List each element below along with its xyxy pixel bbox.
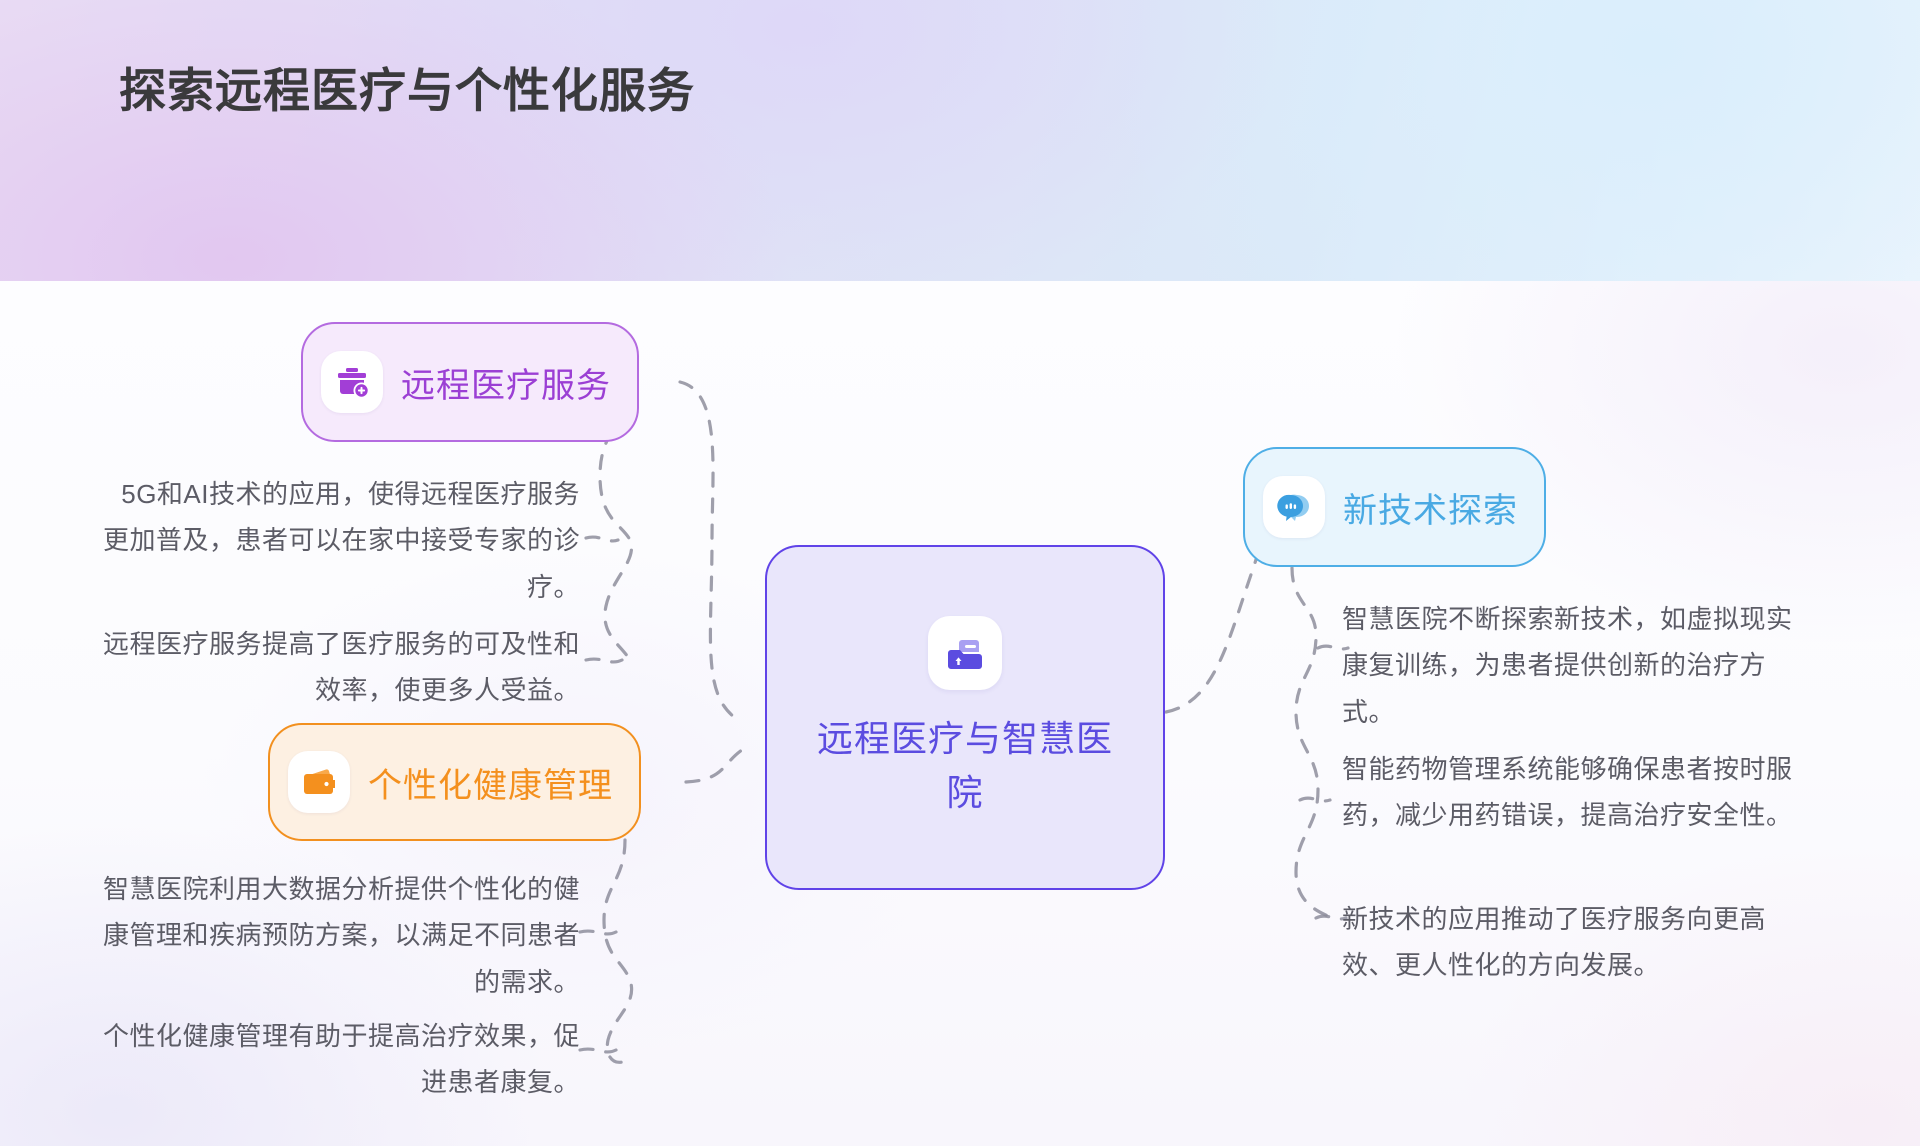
medical-bag-plus-icon	[321, 351, 383, 413]
connector-center-to-newtech	[1164, 500, 1265, 714]
branch-label-personalized-health-management: 个性化健康管理	[368, 766, 613, 805]
note-personalized-2: 个性化健康管理有助于提高治疗效果，促进患者康复。	[102, 1021, 580, 1098]
branch-node-new-technology-exploration[interactable]: 新技术探索	[1243, 447, 1546, 567]
connector-newtech-note-3	[1314, 914, 1348, 921]
connector-personalized-note-2	[578, 1047, 618, 1054]
note-newtech-1: 智慧医院不断探索新技术，如虚拟现实康复训练，为患者提供创新的治疗方式。	[1342, 604, 1793, 727]
note-newtech-3: 新技术的应用推动了医疗服务向更高效、更人性化的方向发展。	[1342, 904, 1767, 981]
note-telemedicine-1: 5G和AI技术的应用，使得远程医疗服务更加普及，患者可以在家中接受专家的诊疗。	[102, 479, 580, 602]
connector-newtech-notes	[1290, 566, 1330, 918]
chat-bubble-icon	[1263, 476, 1325, 538]
center-node-label: 远程医疗与智慧医院	[816, 717, 1113, 813]
note-personalized-1: 智慧医院利用大数据分析提供个性化的健康管理和疾病预防方案，以满足不同患者的需求。	[102, 874, 580, 997]
connector-personalized-notes	[602, 838, 634, 1064]
page-header: 探索远程医疗与个性化服务	[0, 0, 1920, 281]
connector-personalized-to-center	[684, 746, 747, 784]
branch-node-personalized-health-management[interactable]: 个性化健康管理	[268, 723, 641, 841]
wallet-icon	[288, 751, 350, 813]
connector-telemedicine-note-1	[584, 535, 620, 543]
connector-telemedicine-to-center	[678, 380, 744, 724]
connector-personalized-note-1	[578, 929, 618, 936]
connector-telemedicine-note-2	[584, 657, 624, 664]
center-node[interactable]: 远程医疗与智慧医院	[765, 545, 1165, 890]
page-title: 探索远程医疗与个性化服务	[119, 64, 695, 117]
note-telemedicine-2: 远程医疗服务提高了医疗服务的可及性和效率，使更多人受益。	[102, 629, 580, 706]
folder-upload-icon	[928, 615, 1002, 690]
connector-newtech-note-2	[1298, 796, 1332, 803]
note-newtech-2: 智能药物管理系统能够确保患者按时服药，减少用药错误，提高治疗安全性。	[1342, 754, 1793, 831]
branch-node-telemedicine-service[interactable]: 远程医疗服务	[301, 322, 639, 442]
connector-newtech-note-1	[1316, 644, 1350, 651]
branch-label-new-technology-exploration: 新技术探索	[1343, 491, 1518, 530]
branch-label-telemedicine-service: 远程医疗服务	[401, 366, 611, 405]
